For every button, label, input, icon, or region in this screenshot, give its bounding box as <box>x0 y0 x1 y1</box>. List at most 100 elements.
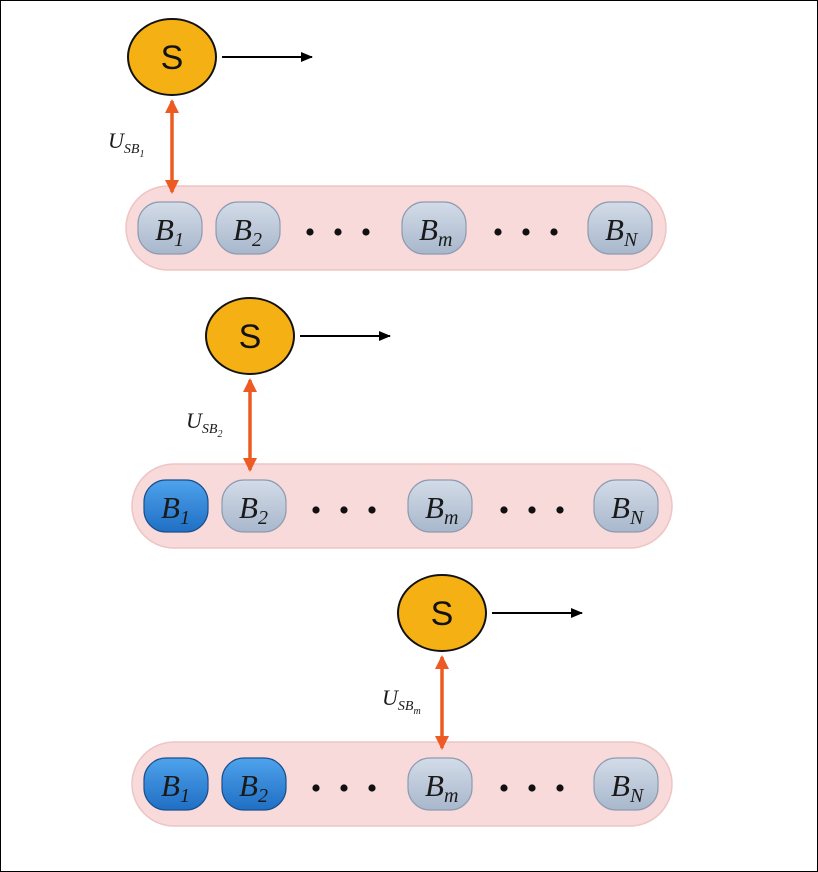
bath-N: BN <box>593 757 659 811</box>
bath-index: 1 <box>180 507 190 529</box>
bath-index: N <box>629 507 645 529</box>
bath-N: BN <box>593 479 659 533</box>
bath-chain-band <box>125 185 667 271</box>
bath-symbol: B <box>425 768 444 803</box>
bath-m: Bm <box>407 479 473 533</box>
bath-label: B2 <box>239 768 268 807</box>
bath-index: m <box>438 229 452 251</box>
ellipsis-dot <box>334 228 342 236</box>
bath-label: Bm <box>425 768 458 807</box>
ellipsis-dot <box>368 784 376 792</box>
ellipsis-dot <box>340 506 348 514</box>
bath-pill-idle <box>593 757 659 811</box>
bath-2: B2 <box>221 479 287 533</box>
system-label: S <box>161 39 184 77</box>
coupling-subscript: SB <box>398 699 414 714</box>
bath-label: B1 <box>155 212 184 251</box>
bath-pill-idle <box>221 479 287 533</box>
ellipsis-dot <box>500 784 508 792</box>
bath-label: BN <box>605 212 639 251</box>
bath-label: BN <box>611 768 645 807</box>
bath-m: Bm <box>407 757 473 811</box>
bath-symbol: B <box>233 212 252 247</box>
system-circle <box>205 297 295 375</box>
bath-symbol: B <box>611 490 630 525</box>
ellipsis-dot <box>556 506 564 514</box>
bath-index: 2 <box>252 229 262 251</box>
bath-symbol: B <box>239 490 258 525</box>
bath-symbol: B <box>419 212 438 247</box>
bath-symbol: B <box>161 490 180 525</box>
bath-index: 2 <box>258 507 268 529</box>
coupling-subscript: SB <box>202 422 218 437</box>
bath-index: 1 <box>180 785 190 807</box>
system-circle <box>127 18 217 96</box>
bath-index: 1 <box>174 229 184 251</box>
ellipsis-dot <box>556 784 564 792</box>
bath-label: B2 <box>239 490 268 529</box>
bath-index: N <box>629 785 645 807</box>
ellipsis-dot <box>306 228 314 236</box>
bath-index: m <box>444 507 458 529</box>
bath-pill-idle <box>137 201 203 255</box>
ellipsis-dot <box>368 506 376 514</box>
bath-label: BN <box>611 490 645 529</box>
bath-chain-band <box>131 463 673 549</box>
coupling-label: USB2 <box>186 408 222 440</box>
bath-index: N <box>623 229 639 251</box>
ellipsis-dot <box>528 784 536 792</box>
bath-index: m <box>444 785 458 807</box>
bath-2: B2 <box>221 757 287 811</box>
bath-pill-active <box>221 757 287 811</box>
bath-N: BN <box>587 201 653 255</box>
coupling-symbol: U <box>186 408 204 433</box>
bath-label: B1 <box>161 490 190 529</box>
bath-pill-idle <box>215 201 281 255</box>
coupling-subsubscript: 2 <box>217 429 222 440</box>
ellipsis-dot <box>312 784 320 792</box>
coupling-symbol: U <box>382 685 400 710</box>
coupling-label: USBm <box>382 685 421 717</box>
ellipsis-dot <box>550 228 558 236</box>
coupling-label: USB1 <box>108 128 144 160</box>
coupling-subscript: SB <box>124 142 140 157</box>
bath-1: B1 <box>143 479 209 533</box>
ellipsis-dot <box>312 506 320 514</box>
bath-chain-band <box>131 741 673 827</box>
bath-label: B1 <box>161 768 190 807</box>
bath-pill-active <box>143 479 209 533</box>
coupling-subsubscript: 1 <box>139 149 144 160</box>
ellipsis-dot <box>500 506 508 514</box>
system-label: S <box>239 318 262 356</box>
bath-index: 2 <box>258 785 268 807</box>
coupling-symbol: U <box>108 128 126 153</box>
bath-pill-active <box>143 757 209 811</box>
bath-symbol: B <box>425 490 444 525</box>
bath-symbol: B <box>155 212 174 247</box>
bath-pill-idle <box>407 757 473 811</box>
bath-label: B2 <box>233 212 262 251</box>
bath-symbol: B <box>611 768 630 803</box>
ellipsis-dot <box>522 228 530 236</box>
bath-symbol: B <box>605 212 624 247</box>
bath-symbol: B <box>239 768 258 803</box>
ellipsis-dot <box>362 228 370 236</box>
system-circle <box>397 574 487 652</box>
bath-pill-idle <box>593 479 659 533</box>
bath-pill-idle <box>587 201 653 255</box>
coupling-subsubscript: m <box>413 706 420 717</box>
bath-pill-idle <box>407 479 473 533</box>
bath-symbol: B <box>161 768 180 803</box>
bath-label: Bm <box>425 490 458 529</box>
bath-m: Bm <box>401 201 467 255</box>
bath-1: B1 <box>137 201 203 255</box>
bath-1: B1 <box>143 757 209 811</box>
ellipsis-dot <box>494 228 502 236</box>
ellipsis-dot <box>340 784 348 792</box>
ellipsis-dot <box>528 506 536 514</box>
system-label: S <box>431 595 454 633</box>
bath-label: Bm <box>419 212 452 251</box>
